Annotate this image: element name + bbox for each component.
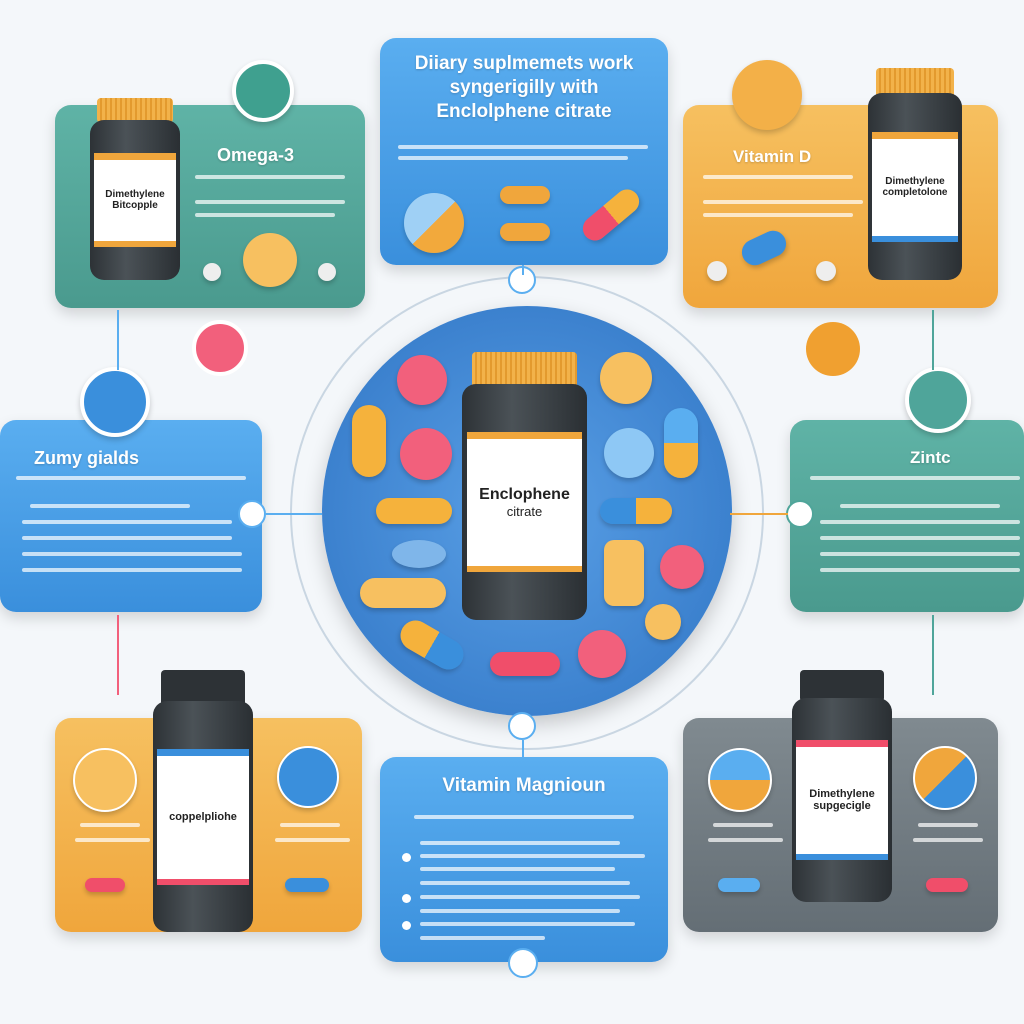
zumy-title: Zumy gialds [34,448,140,468]
pill-icon [660,545,704,589]
center-bottle-subtitle: citrate [506,504,543,520]
capsule-icon [737,226,791,270]
omega3-title: Omega-3 [217,145,295,165]
capsule-icon [376,498,452,524]
pill-icon [708,748,772,812]
connector-node[interactable] [238,500,266,528]
pill-icon [404,193,464,253]
magnesium-title: Vitamin Magnioun [442,775,606,796]
capsule-icon [285,878,329,892]
pill-icon [392,540,446,568]
connector-line [117,310,119,370]
sun-icon [732,60,802,130]
pill-icon [905,367,971,433]
connector-node[interactable] [508,948,538,978]
capsule-icon [490,652,560,676]
header-panel: Diiary suplmemets work syngerigilly with… [380,38,668,265]
capsule-icon [718,878,760,892]
pill-icon [397,355,447,405]
connector-line [117,615,119,695]
pill-icon [645,604,681,640]
bottom-right-bottle: Dimethylene supgecigle [792,670,892,902]
connector-line [266,513,322,515]
connector-line [522,265,524,275]
header-title: Diiary suplmemets work syngerigilly with… [414,53,634,122]
pill-icon [578,630,626,678]
pill-icon [400,428,452,480]
capsule-icon [500,223,550,241]
capsule-icon [926,878,968,892]
capsule-icon [578,184,644,246]
connector-node[interactable] [786,500,814,528]
pill-icon [600,352,652,404]
center-bottle-name: Enclophene [479,486,570,504]
vitamin-d-title: Vitamin D [733,147,812,166]
connector-node[interactable] [508,712,536,740]
enclomiphene-bottle: Enclophene citrate [462,352,587,620]
pill-icon [604,428,654,478]
pill-icon [277,746,339,808]
pill-icon [73,748,137,812]
connector-line [932,310,934,370]
pill-icon [80,367,150,437]
capsule-icon [352,405,386,477]
connector-line [522,740,524,758]
pill-icon [318,263,336,281]
capsule-icon [360,578,446,608]
zinc-panel: Zintc [790,420,1024,612]
pill-icon [913,746,977,810]
capsule-icon [604,540,644,606]
pill-icon [816,261,836,281]
vitamin-d-bottle: Dimethylene completolone [868,68,962,280]
capsule-icon [600,498,672,524]
connector-line [730,513,788,515]
pill-icon [707,261,727,281]
connector-line [932,615,934,695]
pill-icon [192,320,248,376]
omega3-bottle: Dimethylene Bitcopple [90,98,180,280]
capsule-icon [500,186,550,204]
bottom-left-bottle: coppelpliohe [153,670,253,932]
capsule-icon [664,408,698,478]
zumy-panel: Zumy gialds [0,420,262,612]
pill-icon [243,233,297,287]
orange-icon [806,322,860,376]
capsule-icon [85,878,125,892]
brain-icon [232,60,294,122]
magnesium-panel: Vitamin Magnioun [380,757,668,962]
zinc-title: Zintc [910,448,951,467]
pill-icon [203,263,221,281]
